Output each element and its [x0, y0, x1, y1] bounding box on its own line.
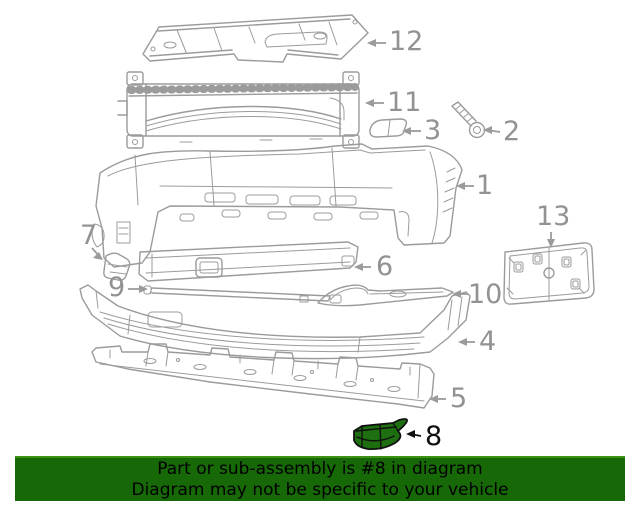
part-1-drawing: [91, 138, 463, 268]
callout-10: 10: [468, 279, 503, 310]
callout-1: 1: [476, 170, 494, 201]
part-11-drawing: [117, 71, 360, 149]
part-7-drawing: [103, 252, 131, 281]
part-9-drawing: [143, 285, 342, 304]
part-10-drawing: [299, 284, 454, 307]
callout-6: 6: [376, 251, 394, 282]
part-12-drawing: [142, 14, 369, 63]
part-2-drawing: [451, 101, 486, 139]
part-5-drawing: [91, 343, 435, 409]
part-4-drawing: [79, 284, 471, 360]
part-6-drawing: [138, 241, 359, 282]
callout-3: 3: [424, 115, 442, 146]
callout-9: 9: [108, 272, 126, 303]
part-13-drawing: [503, 242, 595, 305]
callout-4: 4: [479, 326, 497, 357]
part-3-drawing: [369, 118, 408, 138]
callout-5: 5: [450, 383, 468, 414]
banner-line-1: Part or sub-assembly is #8 in diagram: [157, 458, 483, 479]
callout-11: 11: [387, 87, 422, 118]
callout-arrows: [91, 39, 555, 438]
callout-2: 2: [503, 116, 521, 147]
callout-13: 13: [536, 201, 571, 232]
part-8-drawing-highlighted: [353, 418, 408, 451]
highlight-info-banner: Part or sub-assembly is #8 in diagram Di…: [15, 456, 625, 501]
banner-line-2: Diagram may not be specific to your vehi…: [131, 479, 509, 500]
callout-8-highlighted: 8: [425, 421, 443, 452]
callout-7: 7: [80, 220, 98, 251]
callout-12: 12: [389, 26, 424, 57]
